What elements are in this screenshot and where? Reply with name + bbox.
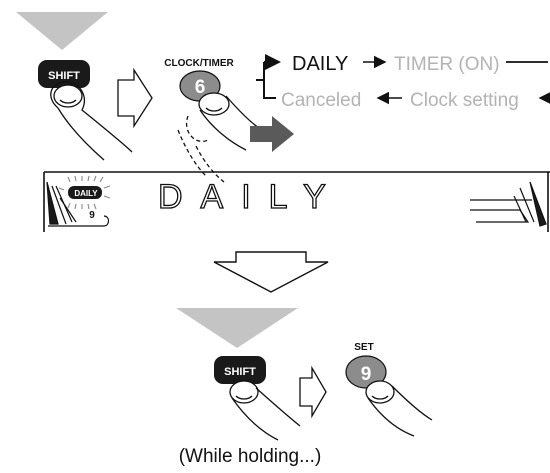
pressing-finger-icon-bottom <box>365 380 433 437</box>
shift-key-bottom[interactable]: SHIFT <box>214 356 266 384</box>
lcd-display: DAILY 9 DAILY <box>43 171 550 232</box>
caption: (While holding...) <box>178 446 322 467</box>
set-button[interactable]: SET 9 <box>345 342 387 389</box>
display-corner-left <box>46 181 110 227</box>
finger-icon <box>50 81 133 161</box>
indicator-number: 9 <box>89 210 95 221</box>
clock-timer-button[interactable]: CLOCK/TIMER 6 <box>164 58 234 102</box>
shift-key-top[interactable]: SHIFT <box>38 60 90 88</box>
cycle-clock-setting: Clock setting <box>410 90 519 111</box>
gray-down-arrow-bottom <box>176 308 298 348</box>
display-text: DAILY <box>158 178 344 216</box>
shift-key-label-bottom: SHIFT <box>224 366 256 378</box>
clock-timer-number: 6 <box>195 77 206 98</box>
outline-right-arrow-bottom <box>299 365 327 419</box>
dark-right-arrow <box>250 116 294 152</box>
clock-timer-label: CLOCK/TIMER <box>164 58 234 69</box>
cycle-timer-on: TIMER (ON) <box>394 54 500 75</box>
set-label: SET <box>354 342 373 353</box>
cycle-daily: DAILY <box>292 53 348 75</box>
set-number: 9 <box>361 364 372 385</box>
daily-indicator: DAILY 9 <box>58 175 111 221</box>
cycle-canceled: Canceled <box>281 90 361 111</box>
blink-rays-icon <box>58 175 111 210</box>
outline-right-arrow-top <box>117 67 153 129</box>
gray-down-arrow-top <box>16 12 108 50</box>
finger-icon-bottom <box>229 380 301 441</box>
outline-down-arrow <box>213 251 329 293</box>
daily-indicator-label: DAILY <box>74 189 98 198</box>
shift-key-label: SHIFT <box>48 70 80 82</box>
cycle-bracket <box>256 54 281 99</box>
pressing-finger-icon <box>177 92 263 183</box>
display-corner-right <box>470 181 547 227</box>
